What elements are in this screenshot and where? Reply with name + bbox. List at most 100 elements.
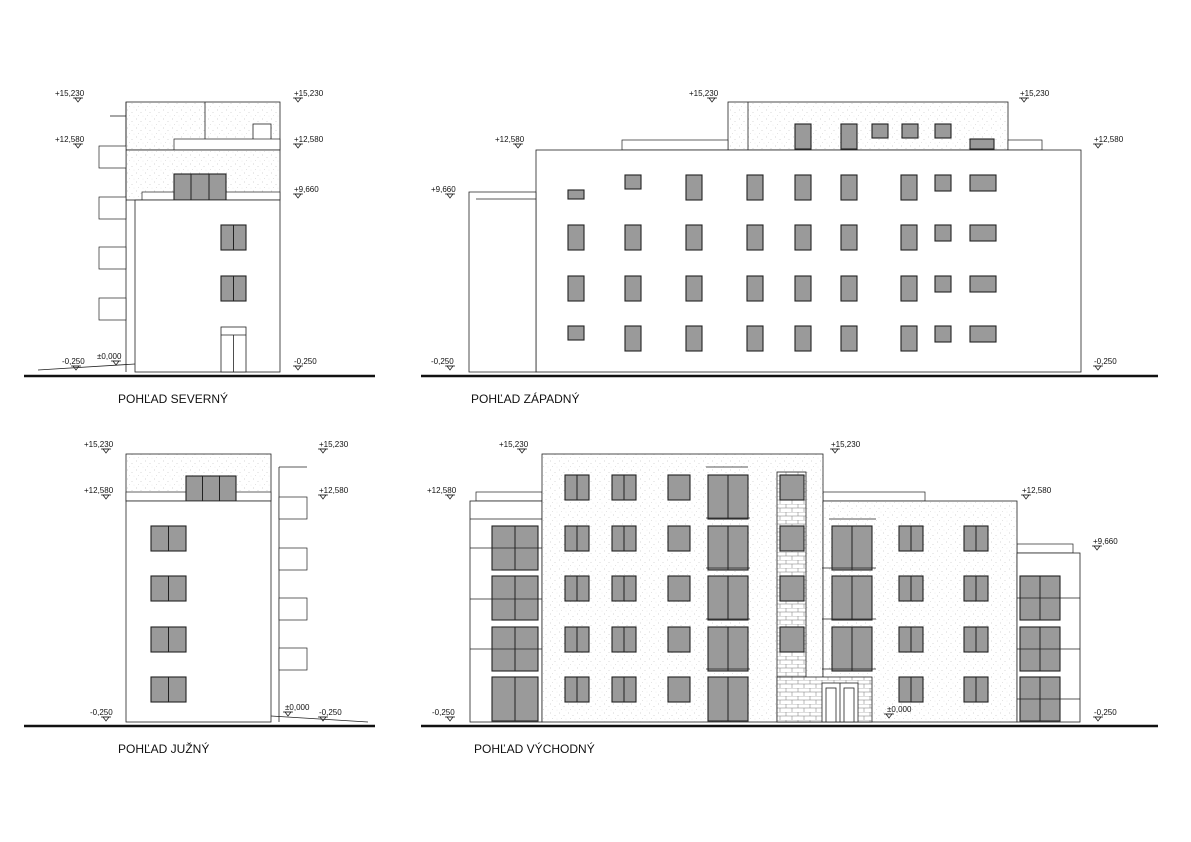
south-balcony bbox=[278, 496, 308, 520]
level-marker-triangle bbox=[514, 143, 522, 149]
window bbox=[794, 224, 812, 251]
north-level-upper-right: +12,580 bbox=[294, 135, 324, 144]
level-marker-triangle bbox=[831, 448, 839, 454]
north-main-wall bbox=[134, 199, 281, 373]
south-level-top-left: +15,230 bbox=[84, 440, 114, 449]
level-marker-triangle bbox=[708, 97, 716, 103]
level-marker-triangle bbox=[446, 716, 454, 722]
north-level-labels: +15,230 +15,230 +12,580 +12,580 +9,660 -… bbox=[55, 89, 324, 406]
south-elevation bbox=[24, 453, 375, 728]
east-level-upper-left: +12,580 bbox=[427, 486, 457, 495]
window bbox=[900, 174, 918, 201]
east-entrance-door-leaf bbox=[843, 687, 855, 723]
west-level-mid-left: +9,660 bbox=[431, 185, 456, 194]
level-marker-triangle bbox=[446, 365, 454, 371]
west-level-ground-right: -0,250 bbox=[1094, 357, 1117, 366]
window bbox=[779, 525, 805, 552]
south-level-labels: +15,230 +15,230 +12,580 +12,580 -0,250 ±… bbox=[84, 440, 349, 756]
level-marker-triangle bbox=[446, 193, 454, 199]
north-balcony bbox=[98, 196, 127, 220]
level-marker-triangle bbox=[102, 716, 110, 722]
level-marker-triangle bbox=[74, 97, 82, 103]
window bbox=[934, 224, 952, 242]
level-marker-triangle bbox=[446, 494, 454, 500]
level-marker-triangle bbox=[1094, 716, 1102, 722]
window bbox=[567, 325, 585, 341]
south-balcony bbox=[278, 597, 308, 621]
window bbox=[900, 275, 918, 302]
west-level-upper-left: +12,580 bbox=[495, 135, 525, 144]
window bbox=[840, 275, 858, 302]
window bbox=[624, 325, 642, 352]
window bbox=[779, 474, 805, 501]
window bbox=[934, 123, 952, 139]
east-wing-parapet bbox=[1016, 543, 1074, 554]
window bbox=[667, 525, 691, 552]
window bbox=[840, 325, 858, 352]
window bbox=[900, 224, 918, 251]
level-marker-triangle bbox=[319, 494, 327, 500]
window bbox=[746, 325, 764, 352]
window bbox=[871, 123, 889, 139]
level-marker-triangle bbox=[1094, 143, 1102, 149]
west-top-floor bbox=[727, 101, 1009, 151]
window bbox=[934, 275, 952, 293]
window bbox=[685, 275, 703, 302]
level-marker-triangle bbox=[294, 143, 302, 149]
window bbox=[969, 224, 997, 242]
south-level-top-right: +15,230 bbox=[319, 440, 349, 449]
south-terrain-slope bbox=[270, 715, 369, 723]
west-elevation bbox=[421, 101, 1158, 378]
west-level-ground-left: -0,250 bbox=[431, 357, 454, 366]
west-top-parapet bbox=[1007, 139, 1043, 151]
window bbox=[969, 174, 997, 192]
window bbox=[794, 325, 812, 352]
east-level-ground-left: -0,250 bbox=[432, 708, 455, 717]
east-level-ground-right: -0,250 bbox=[1094, 708, 1117, 717]
east-balconies bbox=[470, 517, 1080, 700]
east-level-top-right: +15,230 bbox=[831, 440, 861, 449]
level-marker-triangle bbox=[319, 716, 327, 722]
window bbox=[685, 174, 703, 201]
window bbox=[840, 174, 858, 201]
east-level-labels: +15,230 +15,230 +12,580 +12,580 +9,660 -… bbox=[427, 440, 1118, 756]
north-terrain-slope bbox=[37, 363, 136, 371]
south-level-zero: ±0,000 bbox=[285, 703, 310, 712]
west-view-title: POHĽAD ZÁPADNÝ bbox=[471, 391, 579, 406]
window bbox=[969, 325, 997, 343]
level-marker-triangle bbox=[1022, 494, 1030, 500]
north-balcony bbox=[98, 246, 127, 270]
north-level-upper-left: +12,580 bbox=[55, 135, 85, 144]
south-level-ground-right: -0,250 bbox=[319, 708, 342, 717]
south-main-wall bbox=[125, 500, 272, 723]
window bbox=[624, 275, 642, 302]
south-view-title: POHĽAD JUŽNÝ bbox=[118, 741, 209, 756]
south-level-upper-right: +12,580 bbox=[319, 486, 349, 495]
north-top-parapet bbox=[173, 138, 281, 151]
window bbox=[746, 275, 764, 302]
south-windows bbox=[150, 525, 187, 703]
south-level-ground-left: -0,250 bbox=[90, 708, 113, 717]
window bbox=[794, 123, 812, 150]
level-marker-triangle bbox=[74, 143, 82, 149]
west-level-labels: +15,230 +15,230 +12,580 +12,580 +9,660 -… bbox=[431, 89, 1124, 406]
east-right-parapet bbox=[822, 491, 926, 502]
level-marker-triangle bbox=[112, 360, 120, 366]
north-setback-window bbox=[173, 173, 227, 201]
east-view-title: POHĽAD VÝCHODNÝ bbox=[474, 741, 595, 756]
window bbox=[685, 325, 703, 352]
level-marker-triangle bbox=[284, 711, 292, 717]
window bbox=[840, 224, 858, 251]
window bbox=[685, 224, 703, 251]
north-elevation bbox=[24, 101, 375, 378]
level-marker-triangle bbox=[294, 193, 302, 199]
window bbox=[667, 575, 691, 602]
level-marker-triangle bbox=[518, 448, 526, 454]
window bbox=[900, 325, 918, 352]
level-marker-triangle bbox=[294, 365, 302, 371]
north-view-title: POHĽAD SEVERNÝ bbox=[118, 391, 228, 406]
window bbox=[667, 676, 691, 703]
level-markers bbox=[71, 97, 1103, 722]
east-entrance-door-leaf bbox=[825, 687, 837, 723]
